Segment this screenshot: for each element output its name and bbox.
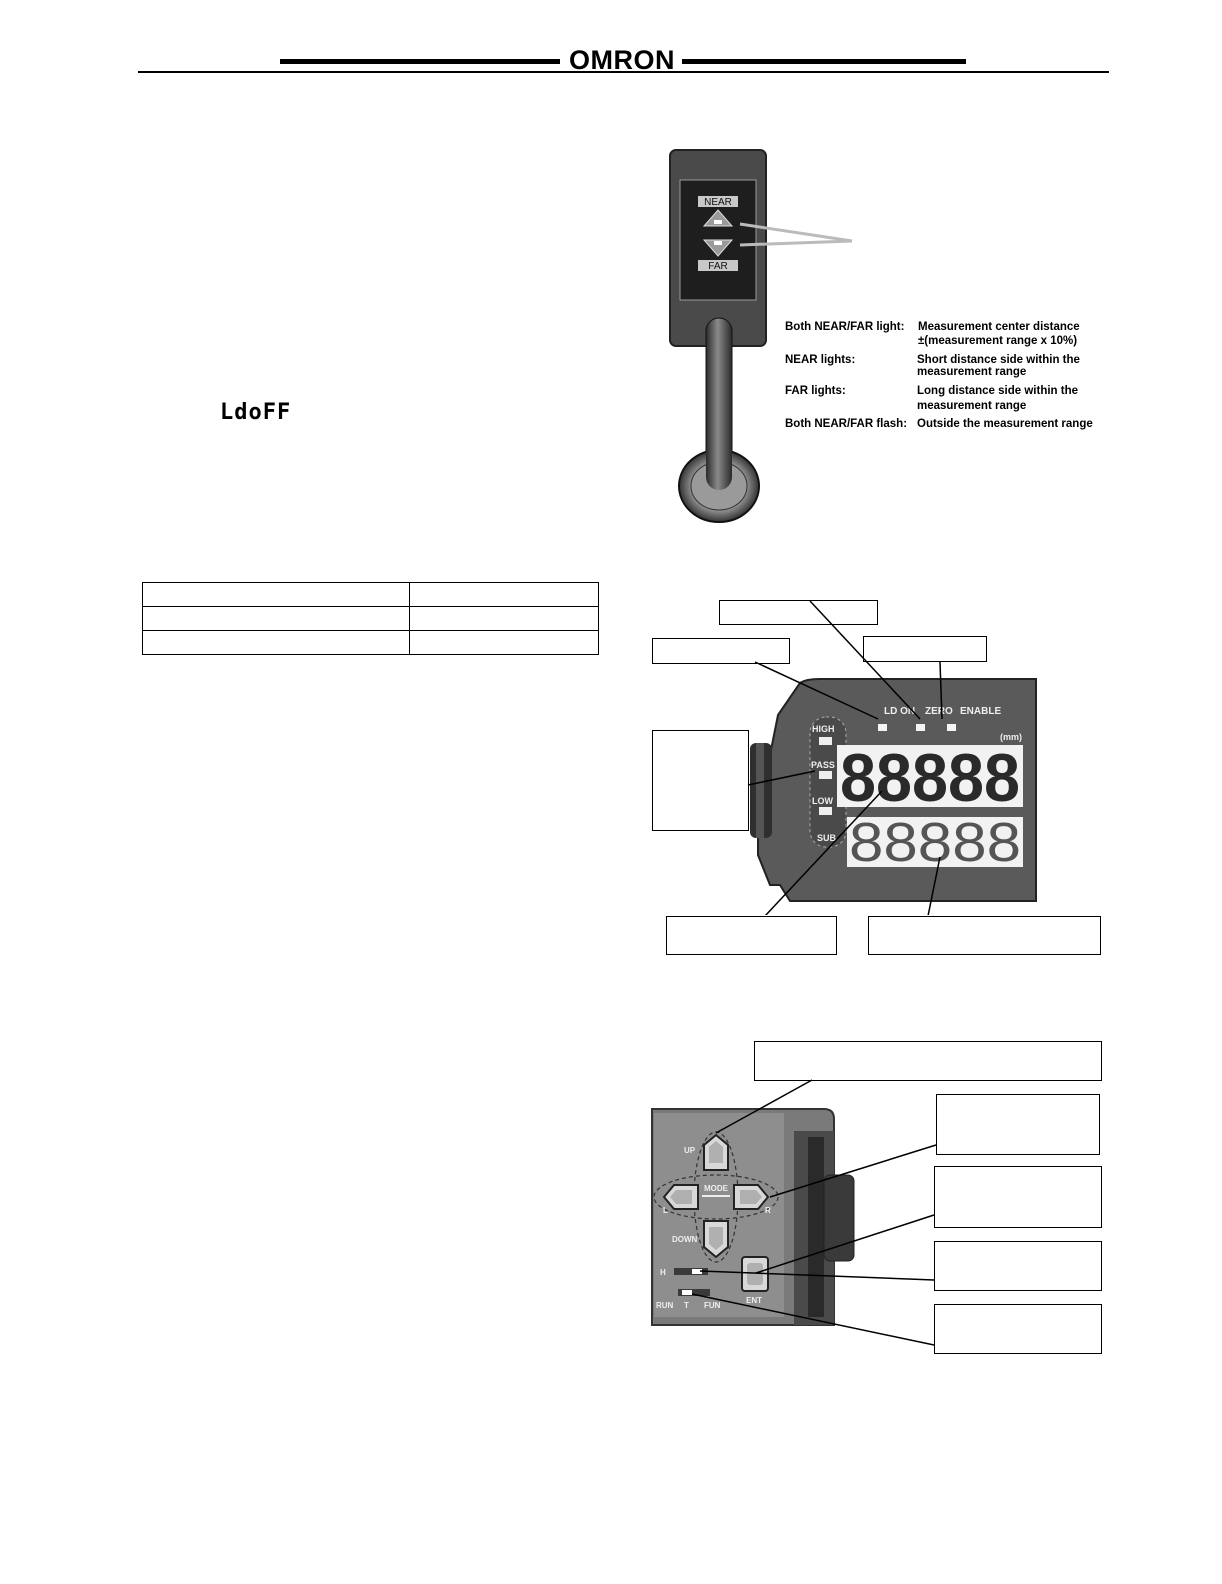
legend-desc: measurement range	[917, 400, 1027, 412]
legend-term-far: FAR lights:	[785, 385, 846, 397]
far-label: FAR	[708, 261, 727, 272]
far-led	[714, 241, 722, 245]
legend-term-both-flash: Both NEAR/FAR flash:	[785, 418, 908, 430]
callout-box-arrow-keys	[754, 1041, 1102, 1081]
callout-box-main-display	[666, 916, 837, 955]
h-switch[interactable]	[674, 1268, 708, 1275]
callout-box-ld-on	[652, 638, 790, 664]
callout-box-indicator-top	[719, 600, 878, 625]
unit-label: (mm)	[1000, 732, 1022, 742]
down-label: DOWN	[672, 1235, 698, 1244]
callout-box-enable	[863, 636, 987, 662]
callout-box-sub-display	[868, 916, 1101, 955]
down-key[interactable]	[703, 1220, 729, 1259]
enter-label: ENT	[746, 1296, 762, 1305]
display-panel-illustration: LD ON ZERO ENABLE HIGH PASS LOW SUB (mm)…	[747, 600, 1037, 915]
low-led	[819, 807, 832, 815]
header-baseline	[138, 71, 1109, 73]
sensor-head-illustration: NEAR FAR	[669, 149, 853, 523]
near-label: NEAR	[704, 197, 732, 208]
connector-ridge	[756, 743, 764, 838]
pass-led	[819, 771, 832, 779]
enable-led	[947, 724, 956, 731]
sub-digits: 88888	[849, 811, 1021, 873]
judgement-high: HIGH	[812, 724, 835, 734]
callout-box-judgement	[652, 730, 749, 831]
table-row	[142, 606, 599, 631]
rail-groove	[808, 1137, 824, 1317]
sub-lcd	[847, 817, 1023, 867]
up-label: UP	[684, 1146, 696, 1155]
indicator-enable: ENABLE	[960, 706, 1001, 717]
left-key[interactable]	[662, 1184, 699, 1210]
leader-line	[764, 790, 883, 915]
header-rule-left	[280, 59, 560, 64]
mode-switch-fun: FUN	[704, 1301, 721, 1310]
indicator-zero: ZERO	[925, 706, 953, 717]
near-led	[714, 220, 722, 224]
table-cell	[142, 630, 410, 655]
omron-logo: OMRON	[569, 45, 675, 75]
leader-line	[755, 1214, 935, 1274]
connector	[823, 1174, 855, 1262]
table-row	[142, 582, 599, 607]
mode-switch-t: T	[684, 1301, 689, 1310]
table-cell	[409, 606, 599, 631]
legend-term-near: NEAR lights:	[785, 354, 856, 366]
header-rule-right	[682, 59, 966, 64]
legend-desc: Measurement center distance	[918, 321, 1080, 333]
mode-key-outline	[653, 1174, 779, 1220]
leader-line	[809, 600, 921, 720]
left-label: L	[663, 1206, 668, 1215]
legend-desc: Long distance side within the	[917, 385, 1079, 397]
far-indicator-icon	[702, 239, 734, 257]
indicator-ld-on: LD ON	[884, 706, 915, 717]
leader-line	[939, 661, 943, 720]
judgement-low: LOW	[812, 796, 833, 806]
near-indicator-icon	[702, 209, 734, 227]
leader-line	[699, 1270, 935, 1281]
mode-label: MODE	[704, 1184, 729, 1193]
cable-end	[706, 440, 732, 490]
leader-line	[754, 661, 879, 720]
right-key[interactable]	[733, 1184, 770, 1210]
callout-box-mode-keys	[936, 1094, 1100, 1155]
callout-box-enter-key	[934, 1166, 1102, 1228]
callout-box-mode-switch	[934, 1304, 1102, 1354]
table-row	[142, 630, 599, 655]
control-panel-illustration: UP L R MODE DOWN ENT H RUN T FUN	[651, 1079, 937, 1346]
legend-desc: measurement range	[917, 366, 1027, 378]
leader-line	[747, 770, 816, 786]
ld-off-readout: LdoFF	[220, 400, 292, 425]
zero-led	[916, 724, 925, 731]
spec-table	[142, 582, 599, 655]
legend-desc: ±(measurement range x 10%)	[918, 335, 1078, 347]
high-led	[819, 737, 832, 745]
leader-line	[769, 1144, 937, 1198]
table-cell	[409, 630, 599, 655]
legend-desc: Outside the measurement range	[917, 418, 1093, 430]
legend-term-both-light: Both NEAR/FAR light:	[785, 321, 905, 333]
up-key[interactable]	[703, 1133, 729, 1171]
near-label-plate	[698, 196, 738, 207]
table-cell	[142, 582, 410, 607]
right-label: R	[765, 1206, 771, 1215]
h-switch-label: H	[660, 1268, 666, 1277]
callout-box-h-switch	[934, 1241, 1102, 1291]
leader-line	[691, 1293, 935, 1346]
mode-switch-run: RUN	[656, 1301, 674, 1310]
ld-on-led	[878, 724, 887, 731]
mode-switch[interactable]	[678, 1289, 710, 1296]
judgement-sub: SUB	[817, 833, 837, 843]
leader-line	[715, 1079, 813, 1134]
far-label-plate	[698, 260, 738, 271]
table-cell	[142, 606, 410, 631]
judgement-pass: PASS	[811, 760, 835, 770]
main-lcd	[837, 745, 1023, 807]
legend-desc: Short distance side within the	[917, 354, 1080, 366]
table-cell	[409, 582, 599, 607]
main-digits: 88888	[840, 740, 1020, 816]
indicator-pointer-lines	[739, 222, 853, 247]
leader-line	[927, 856, 941, 915]
